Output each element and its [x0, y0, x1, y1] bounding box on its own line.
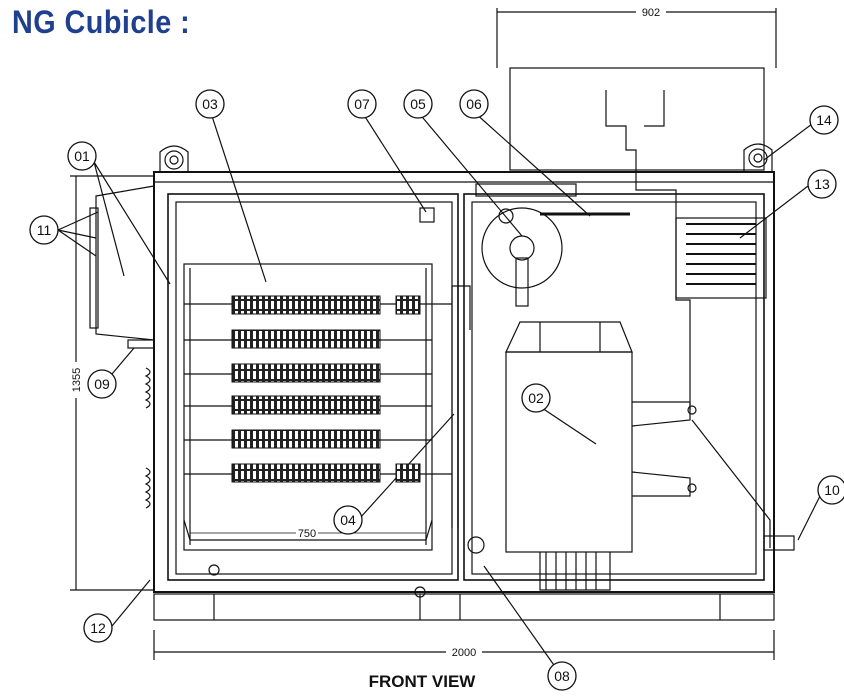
main-enclosure [153, 171, 775, 593]
callout-01 [67, 141, 97, 171]
leader-07 [361, 111, 427, 213]
callout-12 [83, 613, 113, 643]
page-title: NG Cubicle : [12, 4, 191, 40]
callout-04-label: 04 [340, 512, 356, 528]
callout-07-label: 07 [354, 96, 370, 112]
callout-04 [333, 505, 363, 535]
cable-box [95, 185, 155, 341]
callout-05 [403, 89, 433, 119]
callout-03-label: 03 [202, 96, 218, 112]
leader-13 [739, 185, 809, 239]
view-caption: FRONT VIEW [368, 672, 476, 691]
callout-03 [195, 89, 225, 119]
dimension-inner-width: 750 [298, 528, 316, 540]
leader-10 [797, 491, 823, 541]
callout-09 [87, 369, 117, 399]
right-compartment [463, 193, 765, 581]
disconnect-pulley [481, 207, 563, 289]
callout-14 [809, 105, 839, 135]
leader-08 [483, 565, 557, 669]
dimension-top-width: 902 [642, 7, 660, 19]
callout-08 [547, 661, 577, 691]
callout-01-label: 01 [74, 148, 90, 164]
callout-06-label: 06 [466, 96, 482, 112]
leader-03 [209, 109, 267, 283]
leader-01 [93, 161, 171, 285]
leader-05 [417, 111, 523, 237]
leader-14 [763, 123, 813, 161]
callout-10 [817, 475, 844, 505]
dimension-bottom-width: 2000 [452, 647, 476, 659]
callout-05-label: 05 [410, 96, 426, 112]
leader-11 [57, 211, 99, 257]
dimension-height: 1355 [71, 368, 83, 392]
callout-13-label: 13 [814, 176, 830, 192]
sensor-box [419, 207, 435, 223]
callout-09-label: 09 [94, 376, 110, 392]
callout-02-label: 02 [528, 390, 544, 406]
callout-08-label: 08 [554, 668, 570, 684]
callout-02 [521, 383, 551, 413]
insulator-stack [675, 217, 767, 299]
transformer [505, 351, 633, 553]
callout-14-label: 14 [816, 112, 832, 128]
leader-12 [111, 579, 151, 627]
callout-07 [347, 89, 377, 119]
lifting-eye-left [164, 150, 184, 170]
left-compartment [167, 193, 459, 581]
callout-10-label: 10 [824, 482, 840, 498]
callout-11 [29, 215, 59, 245]
leader-06 [473, 111, 591, 217]
callout-13 [807, 169, 837, 199]
callout-06 [459, 89, 489, 119]
resistor-banks [231, 295, 421, 483]
resistor-frame [183, 263, 433, 551]
terminal-10 [763, 535, 795, 551]
top-duct [509, 67, 765, 171]
leader-09 [111, 347, 135, 375]
callout-11-label: 11 [37, 222, 52, 238]
base-skid [153, 593, 775, 621]
callout-12-label: 12 [90, 620, 106, 636]
